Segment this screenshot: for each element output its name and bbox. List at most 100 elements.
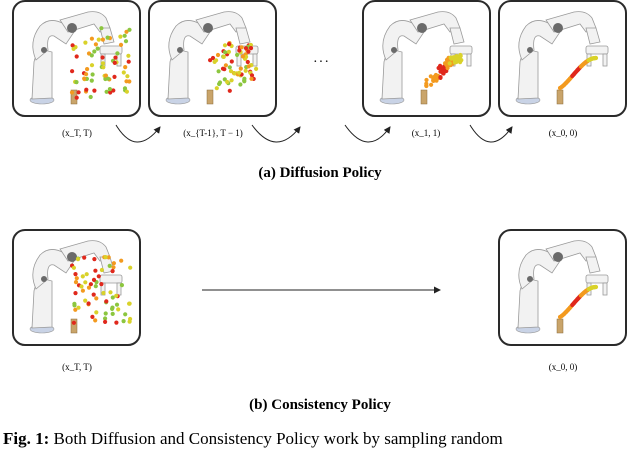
robot-scene-4 [515, 11, 609, 105]
trajectory-dot [210, 55, 216, 61]
trajectory-dot [245, 59, 250, 65]
trajectory-dot [106, 76, 111, 81]
trajectory-dot [80, 288, 85, 293]
consistency-panel-2 [498, 229, 627, 346]
trajectory-dot [94, 310, 99, 315]
trajectory-dot [240, 54, 245, 59]
trajectory-dot [116, 307, 121, 312]
trajectory-dot [107, 263, 112, 268]
trajectory-dot [115, 51, 120, 56]
trajectory-dot [121, 70, 126, 75]
trajectory-dot [246, 64, 251, 69]
trajectory-dot [121, 319, 126, 324]
trajectory-dot [123, 312, 128, 317]
trajectory-dot [99, 282, 104, 287]
arrow-1 [115, 124, 161, 143]
trajectory-dot [108, 290, 113, 295]
trajectory-dot [74, 54, 79, 59]
trajectory-dot [223, 50, 228, 55]
trajectory-dot [235, 52, 240, 58]
trajectory-dot [214, 86, 219, 91]
trajectory-dot [238, 82, 243, 87]
trajectory-dot [90, 72, 95, 77]
diffusion-panel-2 [148, 0, 277, 117]
diffusion-arrows [115, 124, 513, 143]
trajectory-dot [122, 33, 127, 38]
trajectory-dot [95, 46, 100, 51]
robot-arm-icon [515, 240, 609, 334]
trajectory-dot [222, 43, 228, 48]
trajectory-dot [103, 255, 108, 260]
trajectory-dot [92, 49, 97, 54]
trajectory-dot [111, 265, 116, 270]
trajectory-dot [127, 79, 132, 84]
trajectory-dot [83, 280, 88, 285]
trajectory-dot [214, 58, 219, 63]
trajectory-dot [94, 296, 99, 301]
trajectory-dot [114, 302, 120, 307]
trajectory-dot [73, 280, 79, 285]
trajectory-dot [246, 49, 251, 54]
trajectory-dot [114, 320, 119, 325]
trajectory-dot [85, 67, 90, 72]
diffusion-panel-1 [12, 0, 141, 117]
trajectory-dot [90, 314, 95, 319]
trajectory-dot [126, 59, 131, 64]
arrow-2 [251, 124, 301, 143]
trajectory-dot [74, 276, 79, 281]
trajectory-dot [249, 73, 255, 78]
robot-arm-icon [165, 11, 259, 105]
trajectory-dot [101, 65, 106, 70]
trajectory-dot [113, 55, 118, 60]
trajectory-dot [110, 269, 115, 274]
trajectory-dot [74, 95, 79, 100]
trajectory-dot [106, 255, 111, 260]
trajectory-dot [93, 318, 98, 323]
trajectory-dot [119, 258, 124, 263]
trajectory-dot [103, 316, 108, 321]
trajectory-dot [227, 42, 232, 47]
trajectory-dot [223, 63, 228, 68]
diffusion-caption: (a) Diffusion Policy [258, 165, 382, 181]
trajectory-dot [127, 27, 132, 32]
trajectory-dot [100, 37, 105, 42]
trajectory-dot [208, 58, 213, 63]
trajectory-dot [91, 292, 96, 297]
trajectory-dot [103, 311, 108, 316]
trajectory-dot [80, 274, 85, 279]
trajectory-dot [84, 72, 89, 77]
trajectory-dot [225, 79, 230, 85]
figure-caption-lead: Fig. 1: [3, 429, 50, 448]
trajectory-dot [99, 26, 104, 31]
trajectory-dot [76, 90, 81, 95]
trajectory-dot [107, 87, 112, 92]
trajectory-dot [254, 66, 259, 71]
trajectory-dot [89, 36, 94, 41]
robot-arm-icon [379, 11, 473, 105]
trajectory-dot [232, 71, 237, 76]
trajectory-dot [83, 40, 88, 45]
trajectory-dot [221, 54, 226, 60]
robot-scene-1 [29, 11, 132, 105]
diffusion-panel-3 [362, 0, 491, 117]
trajectory-dots [557, 284, 599, 320]
trajectory-dots [557, 55, 599, 91]
trajectory-dot [82, 76, 87, 81]
trajectory-dot [239, 45, 244, 50]
state-label-4: (x_0, 0) [548, 128, 578, 138]
trajectory-dot [243, 46, 249, 51]
trajectory-dot [226, 49, 231, 55]
trajectory-dot [124, 89, 129, 94]
figure-caption: Fig. 1: Both Diffusion and Consistency P… [3, 429, 640, 449]
trajectory-dot [96, 274, 101, 279]
trajectory-dot [91, 277, 97, 282]
trajectory-dot [93, 42, 98, 47]
trajectory-dot [458, 53, 463, 59]
trajectory-dot [101, 290, 106, 296]
robot-scene-5 [29, 240, 133, 334]
diffusion-panel-4 [498, 0, 627, 117]
trajectory-dot [237, 48, 242, 53]
trajectory-dot [104, 299, 109, 304]
trajectory-dot [89, 78, 94, 83]
trajectory-dot [112, 60, 117, 65]
